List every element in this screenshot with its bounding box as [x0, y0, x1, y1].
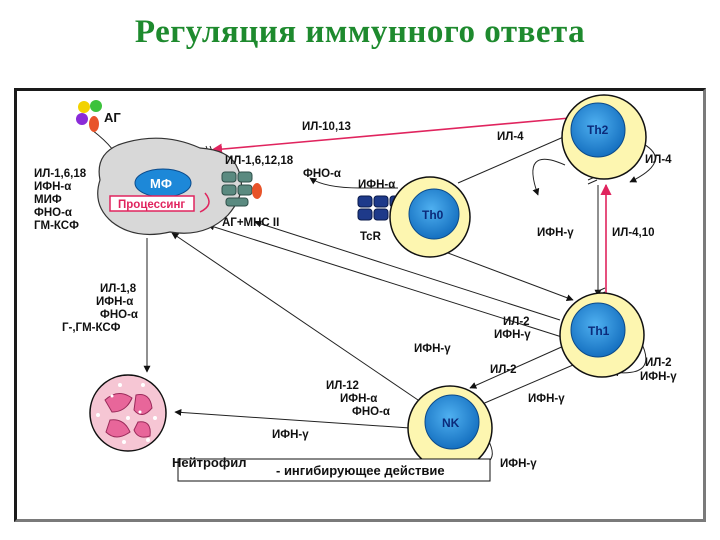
label-neut-in-2: ИФН-α	[96, 296, 133, 308]
label-il4-th2-left: ИЛ-4	[497, 131, 524, 143]
th2-cell	[561, 94, 647, 180]
antigen-label: АГ	[104, 110, 121, 125]
label-fno-a-top: ФНО-α	[303, 168, 341, 180]
page-title: Регуляция иммунного ответа	[134, 14, 586, 50]
label-ifng-th1: ИФН-γ	[494, 329, 531, 341]
label-ifn-g-nk-th1: ИФН-γ	[528, 393, 565, 405]
label-il10-13: ИЛ-10,13	[302, 121, 351, 133]
macrophage-cell	[97, 137, 243, 235]
label-mf-left-3: МИФ	[34, 194, 62, 206]
label-il4-10: ИЛ-4,10	[612, 227, 655, 239]
label-ifn-g-th1-mf: ИФН-γ	[414, 343, 451, 355]
antigen-icon	[76, 100, 102, 132]
label-mf-left-1: ИЛ-1,6,18	[34, 168, 87, 180]
th0-cell	[389, 176, 471, 258]
label-nk-out-3: ФНО-α	[352, 406, 390, 418]
label-il1-6-12-18: ИЛ-1,6,12,18	[225, 155, 294, 167]
label-neut-in-4: Г-,ГМ-КСФ	[62, 322, 121, 334]
neutrophil-cell	[89, 374, 167, 452]
ag-mhc-label: АГ+МНС II	[222, 217, 279, 229]
label-neut-in-3: ФНО-α	[100, 309, 138, 321]
neutrophil-label: Нейтрофил	[172, 455, 246, 470]
label-il2-nk: ИЛ-2	[490, 364, 517, 376]
th1-cell	[559, 292, 645, 378]
legend-box	[177, 458, 491, 482]
nk-label: NK	[442, 416, 460, 430]
label-il4-th2-right: ИЛ-4	[645, 154, 672, 166]
label-il2-th1-right: ИЛ-2	[645, 357, 672, 369]
label-nk-out-1: ИЛ-12	[326, 380, 359, 392]
mf-label: МФ	[150, 176, 172, 191]
label-nk-out-2: ИФН-α	[340, 393, 377, 405]
label-mf-left-5: ГМ-КСФ	[34, 220, 79, 232]
label-mf-left-2: ИФН-α	[34, 181, 71, 193]
th0-label: Th0	[422, 208, 444, 222]
mhc-receptor	[221, 171, 262, 207]
th2-label: Th2	[587, 123, 609, 137]
tcr-label: TcR	[360, 231, 382, 243]
label-ifn-a-top: ИФН-α	[358, 179, 395, 191]
th1-label: Th1	[588, 324, 610, 338]
processing-label: Процессинг	[118, 199, 185, 211]
label-ifng-th1-right: ИФН-γ	[640, 371, 677, 383]
nk-cell	[407, 385, 493, 471]
legend-text: - ингибирующее действие	[276, 463, 445, 478]
label-ifn-g-mid: ИФН-γ	[537, 227, 574, 239]
label-il2-th1: ИЛ-2	[503, 316, 530, 328]
label-ifn-g-neut: ИФН-γ	[272, 429, 309, 441]
label-ifn-g-nk-self: ИФН-γ	[500, 458, 537, 470]
label-neut-in-1: ИЛ-1,8	[100, 283, 137, 295]
label-mf-left-4: ФНО-α	[34, 207, 72, 219]
